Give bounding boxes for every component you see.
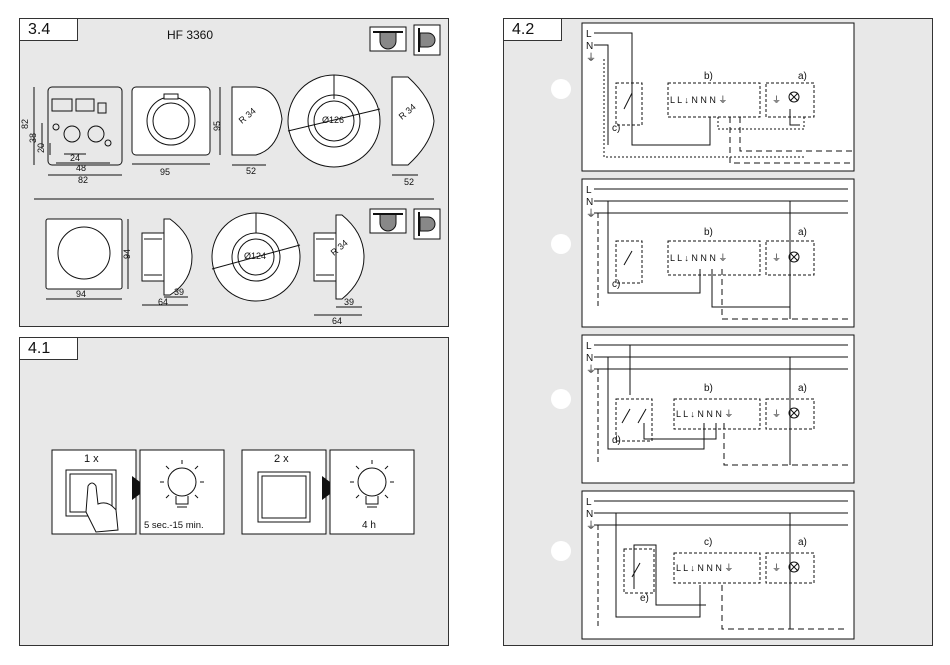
svg-text:⏚: ⏚ <box>772 95 781 105</box>
wiring-diagrams: L N ⏚ L L ↓ N N N ⏚ ⏚ b) a) <box>504 19 934 647</box>
switch-button-2 <box>258 472 310 522</box>
ceiling-mount-icon-2 <box>370 209 406 233</box>
wall-mount-icon-2 <box>414 209 440 239</box>
svg-text:N: N <box>586 509 593 520</box>
dim-52: 52 <box>246 166 256 176</box>
dim-64: 64 <box>158 297 168 307</box>
dim-39-round: 39 <box>344 297 354 307</box>
dim-39: 39 <box>174 287 184 297</box>
svg-text:⏚: ⏚ <box>586 52 596 64</box>
wiring-diagram-2: L N ⏚ L L ↓ N N N ⏚ ⏚ b) <box>582 179 854 327</box>
svg-text:⏚: ⏚ <box>772 409 781 419</box>
dimension-drawings: HF 3360 82 38 20 <box>20 19 450 328</box>
svg-text:L L ↓ N N N ⏚: L L ↓ N N N ⏚ <box>676 409 733 419</box>
terminal-block-label: L L ↓ N N N ⏚ <box>670 95 727 105</box>
svg-text:c): c) <box>612 279 620 290</box>
svg-text:a): a) <box>798 537 807 548</box>
dim-24: 24 <box>70 153 80 163</box>
dim-52-round: 52 <box>404 177 414 187</box>
svg-text:⏚: ⏚ <box>586 520 596 532</box>
press-twice-label: 2 x <box>274 453 289 465</box>
duration-label-2: 4 h <box>362 520 376 531</box>
svg-text:L: L <box>586 29 592 40</box>
dim-94-height: 94 <box>122 249 132 259</box>
dim-82-vertical: 82 <box>20 119 30 129</box>
svg-text:⏚: ⏚ <box>772 563 781 573</box>
dim-95-width: 95 <box>160 167 170 177</box>
svg-text:b): b) <box>704 227 713 238</box>
svg-text:b): b) <box>704 71 713 82</box>
wiring-diagram-4: L N ⏚ L L ↓ N N N ⏚ ⏚ c) <box>582 491 854 639</box>
dim-82-horizontal: 82 <box>78 175 88 185</box>
svg-text:N: N <box>586 197 593 208</box>
svg-text:L L ↓ N N N ⏚: L L ↓ N N N ⏚ <box>676 563 733 573</box>
dim-95-height: 95 <box>212 121 222 131</box>
punch-hole <box>551 541 571 561</box>
ceiling-mount-icon <box>370 27 406 51</box>
dim-64-round: 64 <box>332 316 342 326</box>
svg-text:N: N <box>586 353 593 364</box>
svg-text:c): c) <box>704 537 712 548</box>
press-once-label: 1 x <box>84 453 99 465</box>
svg-text:L: L <box>586 341 592 352</box>
punch-hole <box>551 389 571 409</box>
svg-text:⏚: ⏚ <box>772 253 781 263</box>
side-box-drawing <box>142 219 192 305</box>
dim-diameter-126: Ø126 <box>322 115 344 125</box>
dim-20: 20 <box>36 143 46 153</box>
panel-dimensions: 3.4 HF 3360 82 38 <box>19 18 449 327</box>
wiring-diagram-3: L N ⏚ L L ↓ N N N ⏚ <box>582 335 854 483</box>
model-label: HF 3360 <box>167 28 213 42</box>
svg-text:⏚: ⏚ <box>586 364 596 376</box>
front-view-drawing <box>132 87 220 164</box>
svg-text:d): d) <box>612 435 621 446</box>
svg-text:L L ↓ N N N ⏚: L L ↓ N N N ⏚ <box>670 253 727 263</box>
dim-94-width: 94 <box>76 289 86 299</box>
panel-wiring: 4.2 L N ⏚ <box>503 18 933 646</box>
side-profile-drawing <box>232 87 282 165</box>
svg-text:⏚: ⏚ <box>586 208 596 220</box>
duration-label-1: 5 sec.-15 min. <box>144 520 204 531</box>
punch-hole <box>551 79 571 99</box>
round-side-drawing <box>392 77 434 175</box>
round-side-box-drawing <box>314 215 364 315</box>
svg-text:e): e) <box>640 593 649 604</box>
svg-text:c): c) <box>612 123 620 134</box>
dim-38: 38 <box>28 133 38 143</box>
svg-text:N: N <box>586 41 593 52</box>
square-sphere-drawing <box>46 219 128 299</box>
panel-operation: 4.1 1 x 5 sec.-15 min. 2 x <box>19 337 449 646</box>
dim-48: 48 <box>76 163 86 173</box>
svg-text:L: L <box>586 185 592 196</box>
punch-hole <box>551 234 571 254</box>
svg-text:a): a) <box>798 71 807 82</box>
wall-mount-icon <box>414 25 440 55</box>
dim-diameter-124: Ø124 <box>244 251 266 261</box>
operation-diagram: 1 x 5 sec.-15 min. 2 x <box>20 338 450 647</box>
svg-text:a): a) <box>798 383 807 394</box>
svg-text:b): b) <box>704 383 713 394</box>
wiring-diagram-1: L N ⏚ L L ↓ N N N ⏚ ⏚ b) a) <box>582 23 854 171</box>
svg-text:L: L <box>586 497 592 508</box>
svg-text:a): a) <box>798 227 807 238</box>
